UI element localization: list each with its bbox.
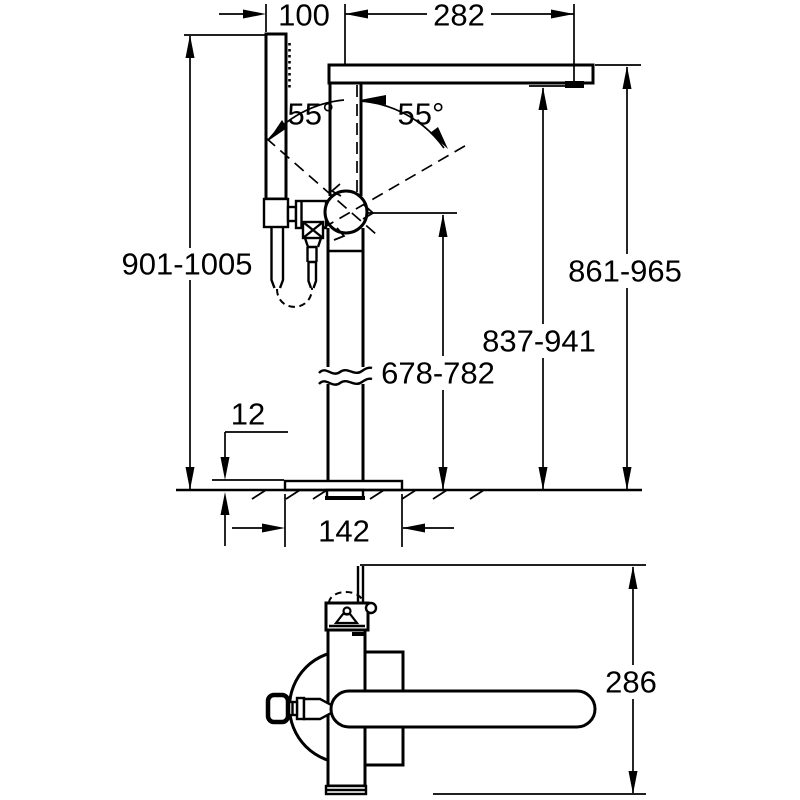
- angle-arrow-left-outer: [268, 120, 287, 141]
- hose-stub: [356, 566, 365, 603]
- holder-connector: [286, 205, 298, 223]
- spout-outlet: [565, 81, 584, 88]
- dim-lines-678: [368, 212, 457, 489]
- hose-port-circle: [364, 601, 378, 615]
- spout-body: [327, 63, 595, 85]
- angle-arc-right: [359, 100, 445, 149]
- dim-label-861-965: 861-965: [568, 254, 682, 289]
- angle-dimension-right: 55°: [359, 97, 448, 149]
- hand-shower-plan: [265, 692, 335, 725]
- lever-position-right-dashed: [322, 142, 471, 229]
- hand-shower-body: [264, 32, 288, 201]
- break-wave-bottom: [318, 377, 373, 386]
- arrow-901-top: [185, 35, 195, 58]
- column-plan-foot: [324, 784, 368, 796]
- dim-lines-837: [529, 85, 567, 489]
- dimension-spout-top-height: 861-965: [568, 64, 682, 490]
- break-wave-top: [318, 366, 373, 375]
- arrow-861-bottom: [622, 467, 632, 490]
- dimension-offset-and-reach: 100 282: [219, 0, 574, 33]
- arrow-837-top: [538, 87, 548, 110]
- arrow-901-bottom: [185, 467, 195, 490]
- shower-hose-upper: [270, 227, 285, 289]
- dimension-depth: 286: [360, 564, 657, 795]
- dim-lines-142: [232, 494, 454, 547]
- hose-fitting: [301, 220, 325, 289]
- dimension-plate-height: 12: [212, 397, 288, 546]
- dim-label-angle-right: 55°: [398, 97, 445, 132]
- floor: [176, 488, 642, 500]
- dim-label-282: 282: [433, 0, 485, 33]
- arrow-142-right: [402, 523, 425, 533]
- base-plate-front: [283, 479, 404, 492]
- hose-loop-dashed: [276, 287, 313, 308]
- arrow-142-left: [262, 523, 285, 533]
- dim-label-286: 286: [605, 665, 657, 700]
- top-view: 286: [265, 564, 657, 796]
- dim-label-12: 12: [231, 397, 265, 432]
- dimension-lever-height: 678-782: [368, 212, 495, 490]
- dim-lines-861: [595, 64, 641, 489]
- angle-dimension-left: 55°: [267, 95, 386, 141]
- shower-knob-plan: [265, 692, 291, 725]
- dim-label-678-782: 678-782: [381, 356, 495, 391]
- dim-label-100: 100: [278, 0, 330, 33]
- control-head: [324, 566, 378, 636]
- fitting-tube: [303, 237, 323, 289]
- dim-label-901-1005: 901-1005: [121, 247, 252, 282]
- shower-holder: [262, 197, 290, 229]
- dimension-outlet-height: 837-941: [482, 85, 596, 490]
- spout: [327, 63, 595, 88]
- column-lower: [318, 228, 373, 481]
- lever-position-left-dashed: [265, 137, 378, 236]
- dim-lines-901: [184, 34, 266, 489]
- arrow-12-top: [220, 457, 230, 480]
- spout-plan: [329, 689, 597, 729]
- dimension-plate-width: 142: [232, 494, 454, 549]
- arrow-837-bottom: [538, 467, 548, 490]
- arrow-282-left: [345, 9, 368, 19]
- dim-label-837-941: 837-941: [482, 324, 596, 359]
- column-lower-edges: [326, 228, 365, 481]
- arrow-678-bottom: [438, 467, 448, 490]
- fitting-cross: [302, 221, 324, 239]
- dim-label-angle-left: 55°: [288, 97, 335, 132]
- dimension-hand-shower-height: 901-1005: [121, 34, 266, 490]
- angle-arrow-right-outer: [430, 127, 448, 149]
- arrow-12-bottom: [220, 492, 230, 515]
- hand-shower: [262, 32, 328, 308]
- front-view: 55° 55° 901-1005: [121, 0, 681, 549]
- floor-hatching: [251, 489, 485, 500]
- arrow-861-top: [622, 66, 632, 89]
- dim-lines-286: [360, 564, 646, 795]
- cartridge-circle: [323, 189, 369, 235]
- arrow-282-right: [551, 9, 574, 19]
- arrow-100-left: [243, 9, 266, 19]
- dim-lines-12: [212, 431, 288, 546]
- angle-arrow-center: [360, 95, 386, 105]
- column-upper: [328, 83, 363, 196]
- dashed-cap-arc: [328, 591, 364, 604]
- control-icon-body: [333, 612, 360, 625]
- arrow-678-top: [438, 214, 448, 237]
- arrow-286-top: [628, 566, 638, 589]
- arrow-286-bottom: [628, 771, 638, 794]
- dim-label-142: 142: [318, 514, 370, 549]
- lever-pivot: [265, 85, 471, 241]
